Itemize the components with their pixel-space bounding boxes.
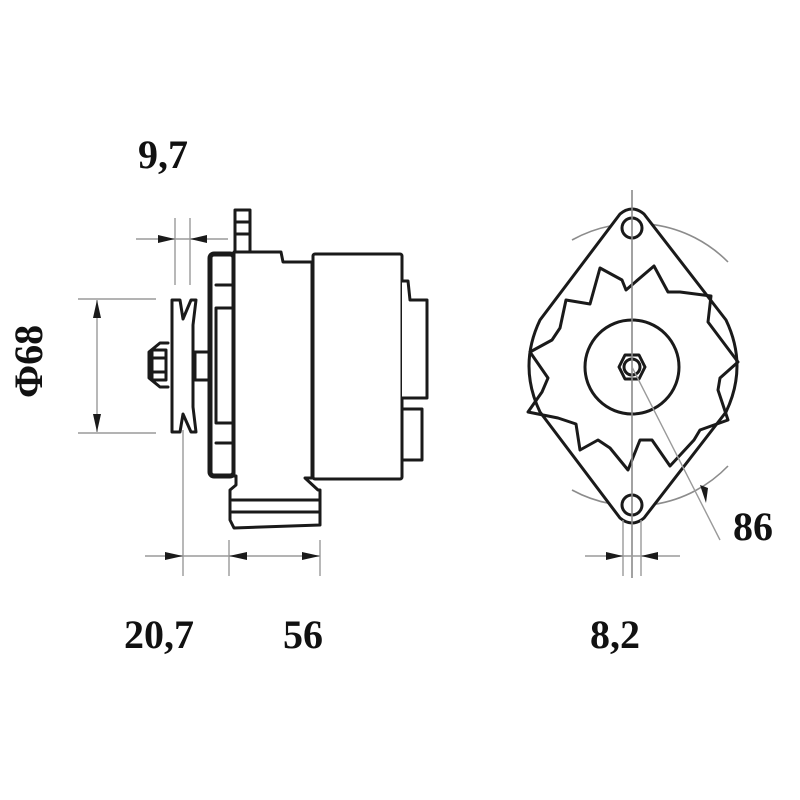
label-pulley-to-mount: 20,7: [124, 612, 194, 657]
label-mount-radius: 86: [733, 504, 773, 549]
dimension-mount-offsets: [145, 430, 321, 576]
dimension-hole-width: [585, 520, 680, 576]
rear-connector: [400, 279, 429, 400]
housing-front: [228, 250, 322, 530]
label-pulley-diameter: Φ68: [6, 325, 51, 398]
side-view: [78, 208, 429, 576]
fan: [207, 251, 237, 479]
dimension-pulley-diameter: [78, 298, 156, 434]
dimension-pulley-width: [136, 218, 228, 285]
rear-terminal: [400, 407, 424, 462]
front-view: [526, 190, 740, 578]
dimension-radius: [631, 366, 721, 541]
label-mount-hole-width: 8,2: [590, 612, 640, 657]
label-pulley-width: 9,7: [138, 132, 188, 177]
pulley: [170, 298, 198, 434]
fan-blades: [526, 264, 740, 472]
pulley-nut: [147, 341, 170, 389]
top-lug: [233, 208, 252, 254]
label-mount-foot-width: 56: [283, 612, 323, 657]
housing-rear: [311, 252, 404, 481]
